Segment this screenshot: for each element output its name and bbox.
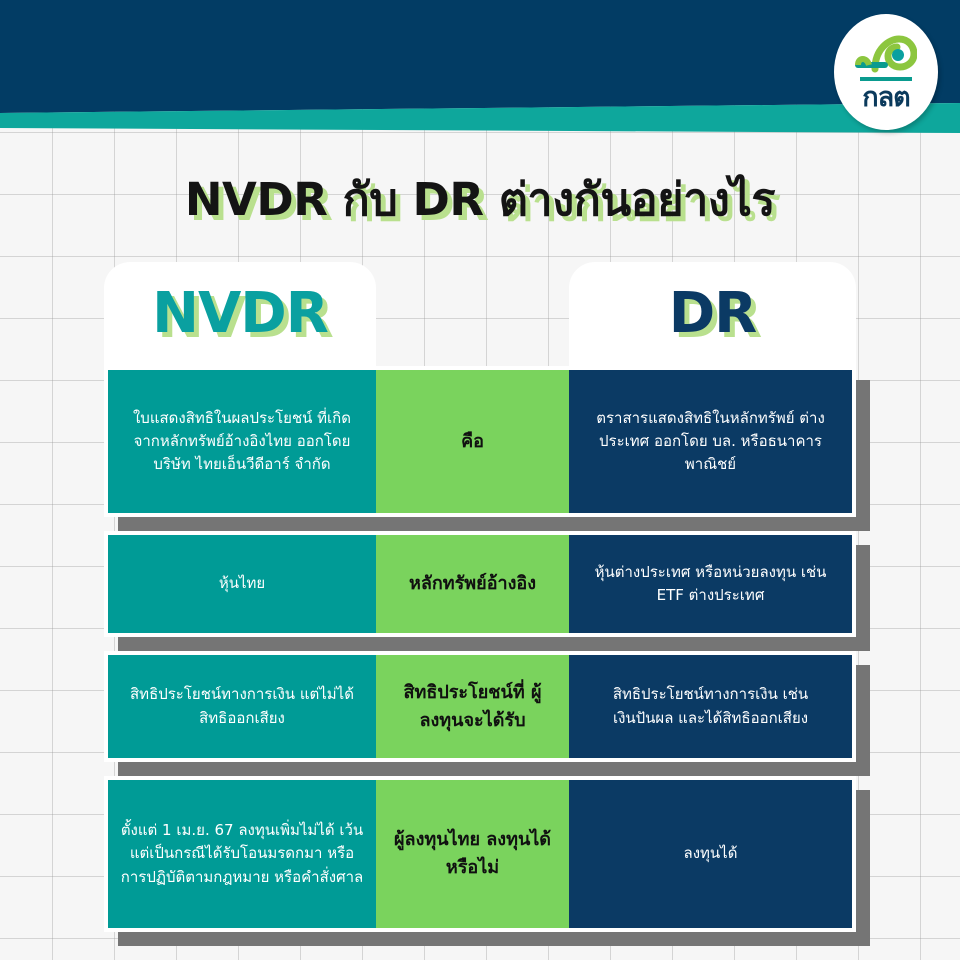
cell-nvdr: หุ้นไทย	[108, 535, 376, 633]
table-row: สิทธิประโยชน์ทางการเงิน แต่ไม่ได้สิทธิออ…	[104, 651, 856, 762]
sec-thailand-logo-icon	[855, 35, 917, 73]
header-banner	[0, 0, 960, 142]
cell-dr: ตราสารแสดงสิทธิในหลักทรัพย์ ต่างประเทศ อ…	[569, 370, 852, 513]
table-row-wrapper-3: สิทธิประโยชน์ทางการเงิน แต่ไม่ได้สิทธิออ…	[104, 651, 870, 776]
table-row: ตั้งแต่ 1 เม.ย. 67 ลงทุนเพิ่มไม่ได้ เว้น…	[104, 776, 856, 932]
header-label-dr: DR	[668, 281, 758, 346]
cell-dr: หุ้นต่างประเทศ หรือหน่วยลงทุน เช่น ETF ต…	[569, 535, 852, 633]
logo-wordmark: กลต	[862, 82, 910, 113]
cell-dr: ลงทุนได้	[569, 780, 852, 928]
comparison-table: NVDR DR ใบแสดงสิทธิในผลประโยชน์ ที่เกิดจ…	[104, 262, 870, 946]
cell-nvdr: ใบแสดงสิทธิในผลประโยชน์ ที่เกิดจากหลักทร…	[108, 370, 376, 513]
table-header-row: NVDR DR	[104, 262, 870, 366]
header-card-nvdr: NVDR	[104, 262, 390, 366]
cell-topic: ผู้ลงทุนไทย ลงทุนได้หรือไม่	[376, 780, 569, 928]
table-row: หุ้นไทย หลักทรัพย์อ้างอิง หุ้นต่างประเทศ…	[104, 531, 856, 637]
table-row-wrapper-1: ใบแสดงสิทธิในผลประโยชน์ ที่เกิดจากหลักทร…	[104, 366, 870, 531]
page-title: NVDR กับ DR ต่างกันอย่างไร	[184, 173, 776, 226]
cell-topic: คือ	[376, 370, 569, 513]
header-label-nvdr: NVDR	[152, 281, 329, 346]
table-row: ใบแสดงสิทธิในผลประโยชน์ ที่เกิดจากหลักทร…	[104, 366, 856, 517]
header-card-nvdr-shadow	[376, 276, 390, 366]
table-row-wrapper-4: ตั้งแต่ 1 เม.ย. 67 ลงทุนเพิ่มไม่ได้ เว้น…	[104, 776, 870, 946]
table-row-wrapper-2: หุ้นไทย หลักทรัพย์อ้างอิง หุ้นต่างประเทศ…	[104, 531, 870, 651]
cell-dr: สิทธิประโยชน์ทางการเงิน เช่น เงินปันผล แ…	[569, 655, 852, 758]
banner-wave-shape	[0, 0, 960, 133]
cell-topic: หลักทรัพย์อ้างอิง	[376, 535, 569, 633]
cell-nvdr: ตั้งแต่ 1 เม.ย. 67 ลงทุนเพิ่มไม่ได้ เว้น…	[108, 780, 376, 928]
cell-nvdr: สิทธิประโยชน์ทางการเงิน แต่ไม่ได้สิทธิออ…	[108, 655, 376, 758]
header-card-dr: DR	[569, 262, 870, 366]
header-card-dr-shadow	[856, 276, 870, 366]
cell-topic: สิทธิประโยชน์ที่ ผู้ลงทุนจะได้รับ	[376, 655, 569, 758]
logo-underline	[860, 77, 912, 81]
sec-logo-badge: กลต	[834, 14, 938, 130]
